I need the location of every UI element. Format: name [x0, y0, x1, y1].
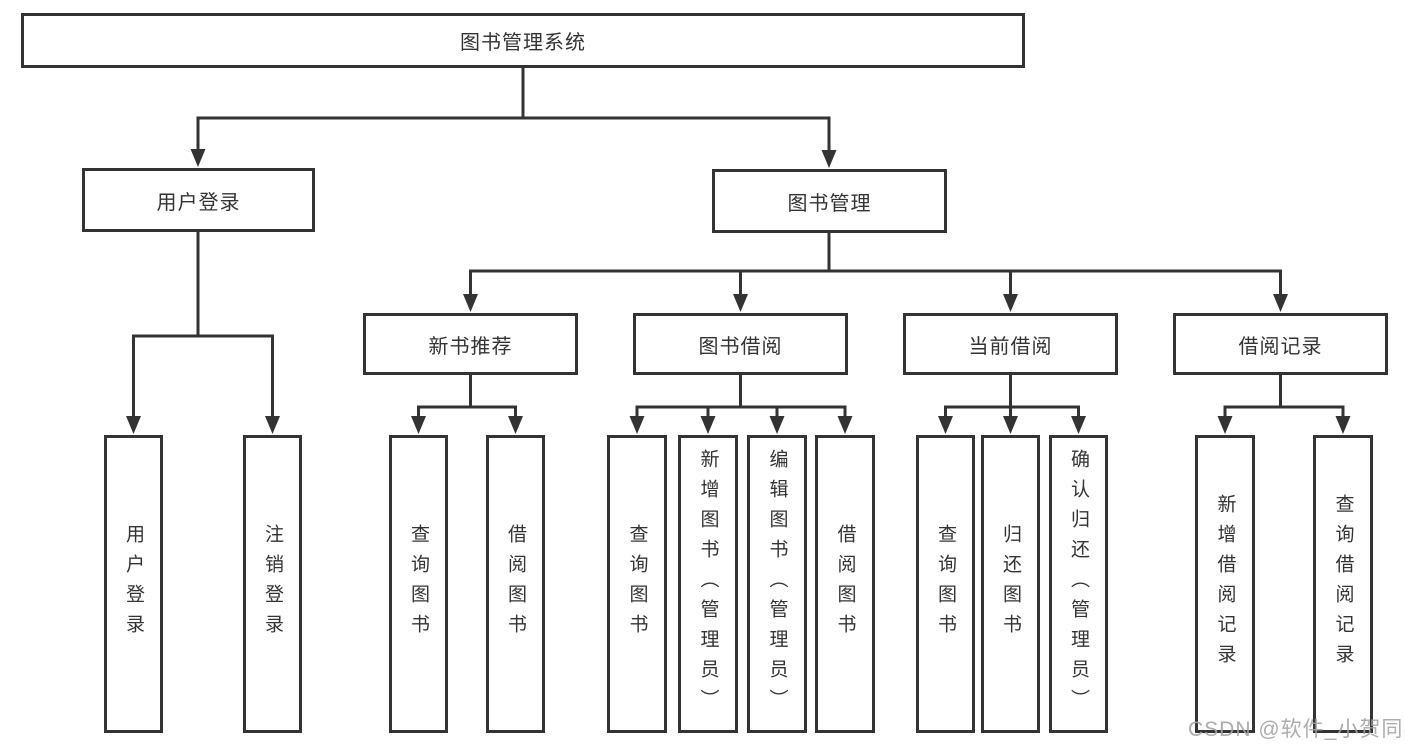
- node-leaf-logout: 注销登录: [243, 435, 302, 733]
- node-leaf-return-books: 归还图书: [981, 435, 1040, 733]
- node-leaf-query-books: 查询图书: [607, 435, 667, 733]
- node-leaf-borrow-books-recommend: 借阅图书: [486, 435, 545, 733]
- node-label: 查询图书: [626, 524, 648, 644]
- node-label: 注销登录: [262, 524, 283, 644]
- node-label: 编辑图书（管理员）: [766, 449, 788, 719]
- node-label: 查询图书: [935, 524, 956, 644]
- node-label: 新增借阅记录: [1214, 494, 1236, 674]
- node-label: 查询借阅记录: [1332, 494, 1354, 674]
- node-leaf-edit-books-admin: 编辑图书（管理员）: [747, 435, 807, 733]
- node-label: 用户登录: [123, 524, 144, 644]
- node-current-borrow: 当前借阅: [903, 313, 1118, 375]
- node-leaf-query-books-current: 查询图书: [916, 435, 975, 733]
- node-label: 图书管理系统: [460, 32, 586, 54]
- node-user-login: 用户登录: [82, 168, 315, 232]
- node-leaf-query-borrow-record: 查询借阅记录: [1313, 435, 1373, 733]
- node-label: 确认归还（管理员）: [1068, 449, 1089, 719]
- node-label: 图书借阅: [698, 335, 783, 358]
- node-label: 新增图书（管理员）: [697, 449, 719, 719]
- node-label: 新书推荐: [428, 335, 513, 358]
- csdn-watermark: CSDN @软件_小贺同学: [1188, 718, 1405, 741]
- node-library-management-system: 图书管理系统: [21, 13, 1025, 68]
- node-label: 当前借阅: [968, 335, 1053, 358]
- node-leaf-user-login: 用户登录: [104, 435, 163, 733]
- node-label: 借阅记录: [1238, 335, 1323, 358]
- node-book-borrow: 图书借阅: [633, 313, 848, 375]
- node-new-book-recommend: 新书推荐: [363, 313, 578, 375]
- node-label: 借阅图书: [505, 524, 526, 644]
- node-leaf-borrow-books: 借阅图书: [815, 435, 875, 733]
- node-leaf-query-books-recommend: 查询图书: [389, 435, 448, 733]
- node-leaf-add-borrow-record: 新增借阅记录: [1195, 435, 1255, 733]
- node-label: 查询图书: [408, 524, 429, 644]
- node-leaf-confirm-return-admin: 确认归还（管理员）: [1049, 435, 1108, 733]
- node-leaf-add-books-admin: 新增图书（管理员）: [678, 435, 738, 733]
- node-label: 图书管理: [787, 192, 872, 215]
- node-borrow-records: 借阅记录: [1173, 313, 1388, 375]
- node-label: 归还图书: [1000, 524, 1021, 644]
- node-label: 用户登录: [156, 191, 241, 214]
- node-book-management: 图书管理: [712, 169, 947, 233]
- node-label: 借阅图书: [834, 524, 856, 644]
